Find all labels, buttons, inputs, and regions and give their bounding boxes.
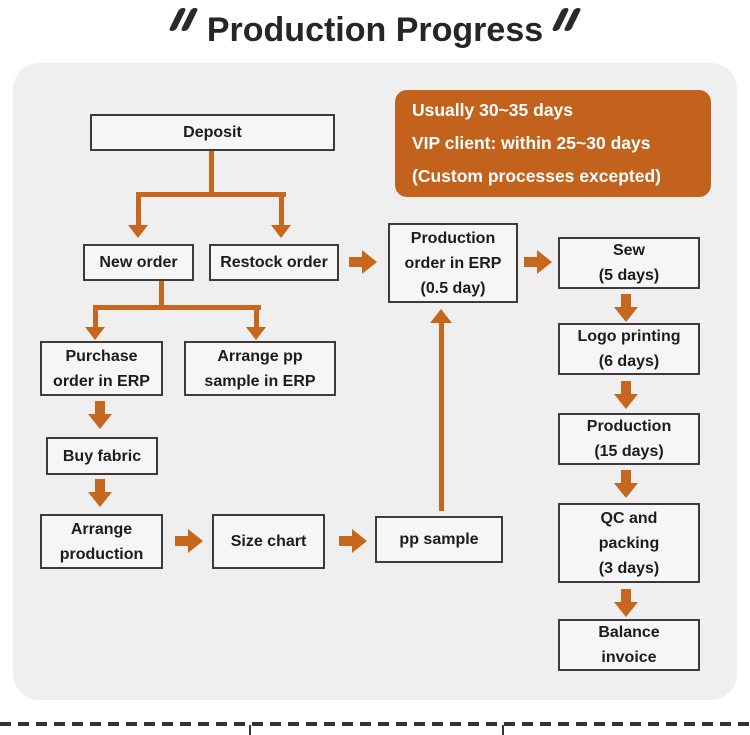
node-restock-order: Restock order [209,244,339,281]
node-deposit: Deposit [90,114,335,151]
node-buy-fabric-label: Buy fabric [62,447,142,465]
info-line-vip: VIP client: within 25~30 days [412,133,651,153]
node-sew-label: Sew (5 days) [598,242,660,284]
node-production: Production (15 days) [558,413,700,465]
node-arrange-production: Arrange production [40,514,163,569]
arrowhead-to-new-order-icon [128,225,148,238]
node-sew: Sew (5 days) [558,237,700,289]
connector-drop-arrange-pp [254,305,259,327]
node-arrange-pp-sample-erp-label: Arrange pp sample in ERP [204,347,316,390]
arrow-buy-fabric-to-arrange-production-icon [88,479,112,507]
connector-drop-purchase-order [93,305,98,327]
connector-drop-new-order [136,192,141,225]
node-arrange-production-label: Arrange production [59,520,144,563]
node-restock-order-label: Restock order [220,254,328,271]
node-production-label: Production (15 days) [586,418,672,460]
node-logo-printing-label: Logo printing (6 days) [577,328,681,370]
arrowhead-to-arrange-pp-icon [246,327,266,340]
node-qc-packing: QC and packing (3 days) [558,503,700,583]
arrow-restock-to-production-order-icon [349,250,377,274]
connector-new-order-branch [93,305,261,310]
arrow-arrange-production-to-size-chart-icon [175,529,203,553]
node-production-order-erp: Production order in ERP (0.5 day) [388,223,518,303]
arrow-logo-printing-to-production-icon [614,381,638,409]
node-pp-sample: pp sample [375,516,503,563]
divider-tick-left [249,725,251,735]
arrow-size-chart-to-pp-sample-icon [339,529,367,553]
divider-tick-right [502,725,504,735]
node-balance-invoice-label: Balance invoice [598,624,660,666]
node-pp-sample-label: pp sample [399,531,479,548]
connector-pp-sample-up [439,322,444,511]
arrow-production-to-qc-icon [614,470,638,498]
node-size-chart: Size chart [212,514,325,569]
node-new-order: New order [83,244,194,281]
info-line-usual: Usually 30~35 days [412,100,574,120]
node-new-order-label: New order [99,254,178,271]
node-purchase-order-erp: Purchase order in ERP [40,341,163,396]
bottom-dashed-divider [0,722,750,726]
arrow-production-order-to-sew-icon [524,250,552,274]
node-arrange-pp-sample-erp: Arrange pp sample in ERP [184,341,336,396]
close-quote-icon [551,8,582,31]
arrowhead-to-production-order-icon [430,309,452,323]
info-line-custom: (Custom processes excepted) [412,166,661,186]
connector-new-order-stem [159,281,164,310]
node-deposit-label: Deposit [183,124,242,141]
connector-drop-restock-order [279,192,284,225]
node-production-order-erp-label: Production order in ERP (0.5 day) [404,229,502,297]
connector-deposit-stem [209,151,214,197]
page-title: Production Progress [206,10,544,49]
arrow-sew-to-logo-printing-icon [614,294,638,322]
node-qc-packing-label: QC and packing (3 days) [598,509,660,577]
connector-deposit-branch [138,192,286,197]
arrow-purchase-to-buy-fabric-icon [88,401,112,429]
node-purchase-order-erp-label: Purchase order in ERP [53,347,150,390]
open-quote-icon [168,8,199,31]
arrow-qc-to-balance-invoice-icon [614,589,638,617]
page-title-bar: Production Progress [0,0,750,60]
lead-time-info-box: Usually 30~35 days VIP client: within 25… [395,90,711,197]
node-logo-printing: Logo printing (6 days) [558,323,700,375]
node-buy-fabric: Buy fabric [46,437,158,475]
arrowhead-to-purchase-order-icon [85,327,105,340]
node-balance-invoice: Balance invoice [558,619,700,671]
arrowhead-to-restock-order-icon [271,225,291,238]
node-size-chart-label: Size chart [230,533,307,550]
